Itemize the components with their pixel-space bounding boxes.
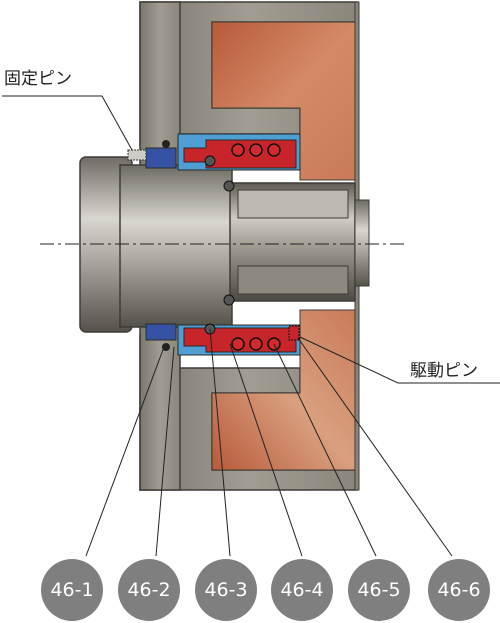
leader-46-2 (155, 346, 175, 557)
svg-text:46-1: 46-1 (50, 579, 93, 601)
spring-coil (249, 337, 263, 351)
badge-46-2: 46-2 (118, 559, 180, 621)
o-ring (162, 343, 170, 351)
shaft-body (119, 164, 233, 328)
ring-blue-lower (145, 323, 177, 341)
leader-46-3 (209, 328, 231, 557)
svg-text:46-3: 46-3 (204, 579, 247, 601)
svg-text:46-5: 46-5 (357, 579, 400, 601)
fixed-pin-leader (2, 95, 133, 151)
spring-coil (231, 337, 245, 351)
fixed-pin-label: 固定ピン (4, 69, 72, 89)
spring-coil (249, 143, 263, 157)
leader-46-5 (273, 343, 377, 557)
ring-blue-upper (145, 147, 177, 169)
leader-46-6 (297, 337, 453, 557)
badge-46-3: 46-3 (195, 559, 257, 621)
leader-46-1 (85, 346, 165, 557)
shaft-end (354, 199, 370, 287)
svg-text:46-6: 46-6 (437, 579, 480, 601)
copper-chamber-lower (211, 309, 358, 471)
o-ring (204, 155, 216, 167)
badge-46-1: 46-1 (41, 559, 103, 621)
drive-pin-leader (299, 336, 500, 384)
o-ring (162, 140, 170, 148)
o-ring (223, 294, 235, 306)
o-ring (223, 180, 235, 192)
badge-46-6: 46-6 (428, 559, 490, 621)
svg-text:46-2: 46-2 (127, 579, 170, 601)
spring-coil (231, 143, 245, 157)
sleeve-spline-lower (237, 265, 349, 295)
spring-coil (267, 143, 281, 157)
drive-pin (288, 325, 300, 341)
leader-46-4 (229, 343, 303, 557)
sleeve-spline-upper (237, 189, 349, 219)
drive-pin-label: 駆動ピン (410, 361, 478, 381)
fixed-pin-upper (127, 149, 147, 161)
badge-46-5: 46-5 (348, 559, 410, 621)
badge-46-4: 46-4 (271, 559, 333, 621)
svg-text:46-4: 46-4 (280, 579, 323, 601)
